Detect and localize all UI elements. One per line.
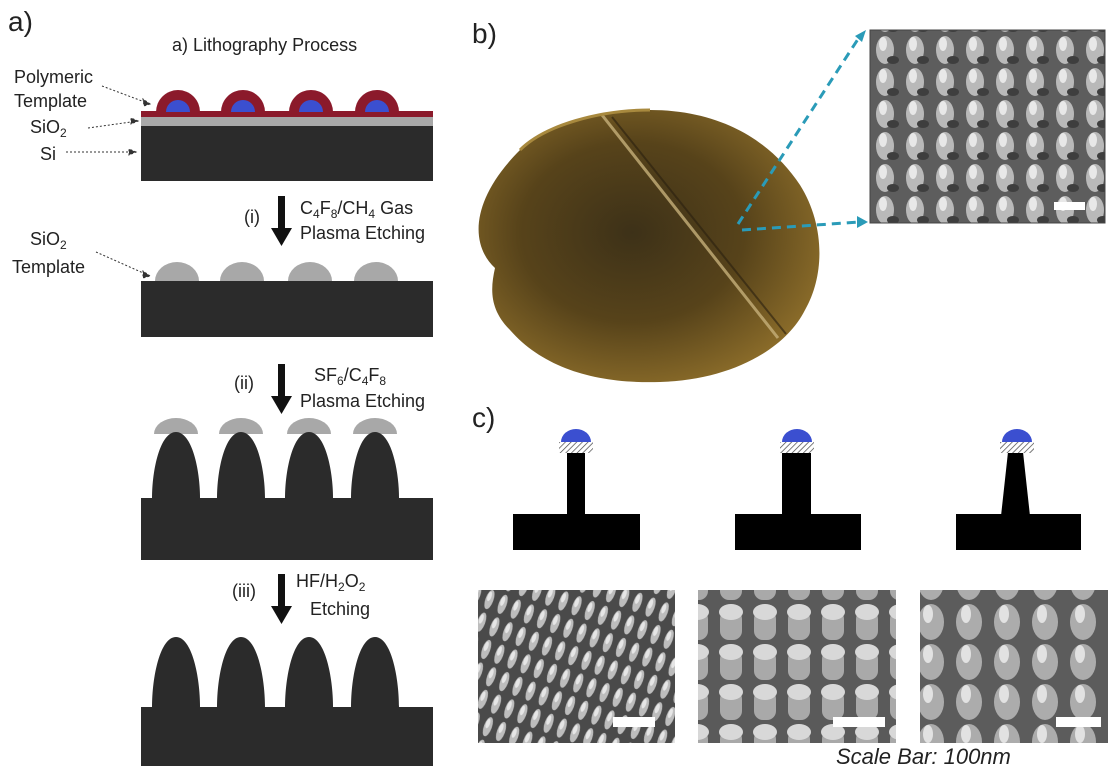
scale-bar-1 xyxy=(613,717,655,727)
sem-image-3 xyxy=(920,590,1108,743)
si-label: Si xyxy=(40,144,57,164)
scale-bar-3 xyxy=(1056,717,1101,727)
leader-line-2 xyxy=(95,251,152,279)
si-substrate-1 xyxy=(141,126,433,181)
template-label-line1: SiO2 xyxy=(30,229,67,252)
wafer-photo xyxy=(478,108,820,383)
polymer-film xyxy=(141,111,433,117)
scale-bar-caption: Scale Bar: 100nm xyxy=(836,744,1011,769)
template-label-line2: Template xyxy=(12,257,86,277)
pillar-schematic-1 xyxy=(513,429,640,550)
step-3-chem: HF/H2O2 xyxy=(296,571,366,594)
polymeric-label-line2: Template xyxy=(14,91,88,111)
arrow-step-2 xyxy=(271,364,292,414)
sem-image-2 xyxy=(698,590,896,743)
scale-bar-2 xyxy=(833,717,885,727)
arrow-step-3 xyxy=(271,574,292,624)
zoom-lines xyxy=(736,35,862,232)
pillar-schematic-2 xyxy=(735,429,861,550)
step-3-number: (iii) xyxy=(232,581,256,601)
zoom-arrowhead-bottom xyxy=(857,216,868,228)
step-2-number: (ii) xyxy=(234,373,254,393)
sio2-layer xyxy=(141,117,433,126)
sem-image-1 xyxy=(478,590,675,743)
step-3-process: Etching xyxy=(310,599,371,619)
polymeric-label-line1: Polymeric xyxy=(14,67,94,87)
sio2-label: SiO2 xyxy=(30,117,67,140)
sem-inset-wafer xyxy=(869,29,1106,224)
panel-b-label: b) xyxy=(472,18,497,49)
step-2-gas: SF6/C4F8 xyxy=(314,365,387,388)
stage-3-stack xyxy=(141,418,433,560)
panel-a-label: a) xyxy=(8,6,33,37)
polymer-domes xyxy=(156,90,399,112)
step-1-number: (i) xyxy=(244,207,260,227)
panel-c-label: c) xyxy=(472,402,496,433)
process-title: a) Lithography Process xyxy=(172,35,358,55)
leader-lines-1 xyxy=(66,85,152,156)
stage-2-stack xyxy=(141,262,433,337)
stage-1-stack xyxy=(141,90,433,181)
step-2-process: Plasma Etching xyxy=(300,391,426,411)
stage-4-stack xyxy=(141,637,433,766)
scale-bar-inset xyxy=(1054,202,1085,210)
arrow-step-1 xyxy=(271,196,292,246)
pillar-schematic-3 xyxy=(956,429,1081,550)
zoom-arrowhead-top xyxy=(855,30,866,42)
step-1-gas: C4F8/CH4 Gas xyxy=(300,198,414,221)
template-cores xyxy=(166,100,389,112)
step-1-process: Plasma Etching xyxy=(300,223,426,243)
